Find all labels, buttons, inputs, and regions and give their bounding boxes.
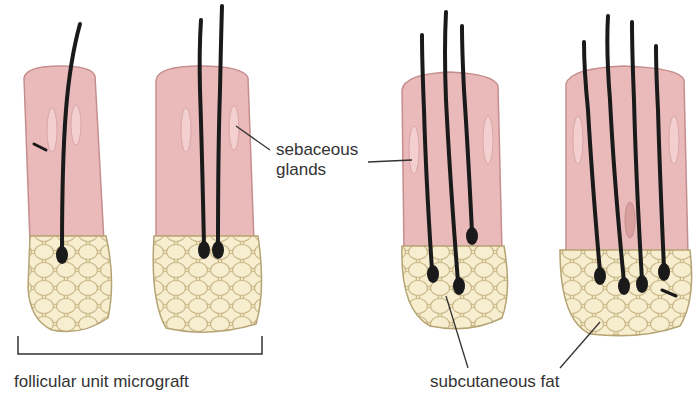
leader-lines bbox=[236, 126, 600, 368]
group-bracket bbox=[18, 336, 262, 354]
gland-label: sebaceous glands bbox=[276, 140, 371, 180]
graft-two bbox=[153, 6, 261, 332]
graft-label: follicular unit micrograft bbox=[14, 372, 284, 392]
graft-three bbox=[402, 12, 508, 329]
graft-one bbox=[24, 24, 112, 332]
fat-label: subcutaneous fat bbox=[430, 372, 630, 392]
graft-four bbox=[560, 16, 692, 336]
